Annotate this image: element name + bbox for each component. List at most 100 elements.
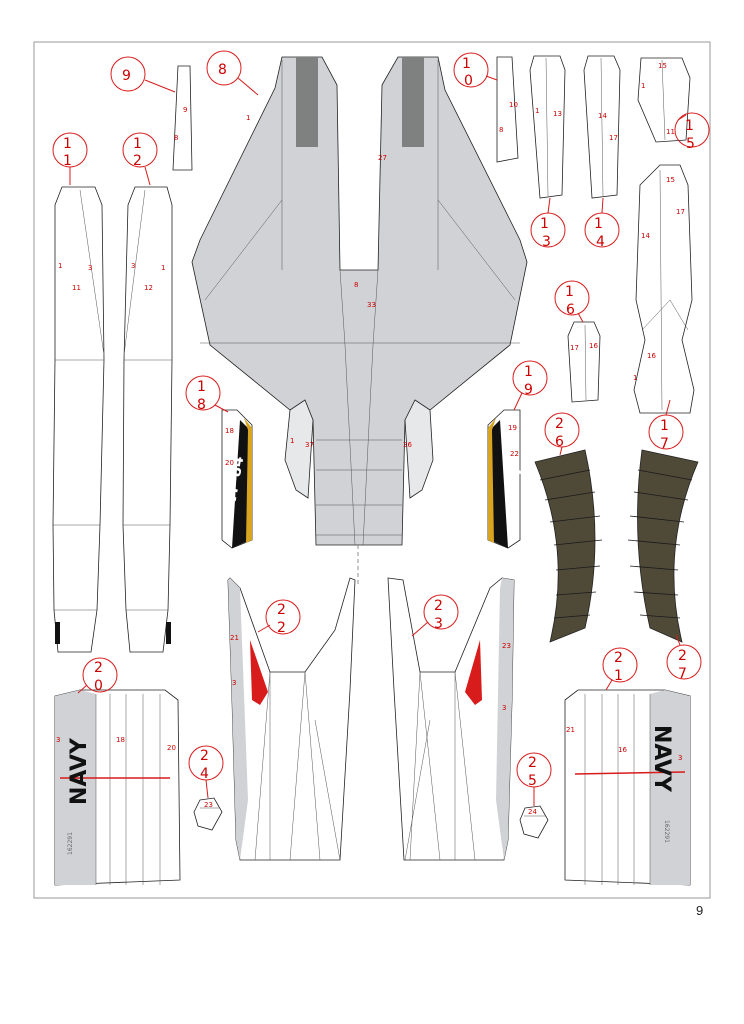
part-12: 3 1 12	[122, 186, 173, 653]
tab-number: 3	[678, 754, 682, 762]
tab-number: 8	[174, 134, 178, 142]
part-8: 8 33 27 37 36 1 1	[191, 56, 528, 585]
tab-number: 23	[204, 801, 213, 809]
svg-text:8: 8	[197, 397, 206, 413]
tab-number: 1	[161, 264, 165, 272]
svg-text:2: 2	[614, 650, 623, 666]
part-16: 17 16	[567, 321, 601, 403]
svg-text:1: 1	[524, 364, 533, 380]
part-21: NAVY 162291 21 16 3	[564, 689, 691, 886]
svg-text:1: 1	[660, 418, 669, 434]
part-18: VF-84 18 20	[221, 409, 253, 549]
svg-text:2: 2	[94, 660, 103, 676]
part-15: 15 1 11	[637, 57, 691, 143]
part-23: 23 3	[387, 577, 515, 861]
svg-text:1: 1	[133, 136, 142, 152]
tab-number: 8	[354, 281, 358, 289]
svg-text:4: 4	[596, 234, 605, 250]
tab-number: 1	[535, 107, 539, 115]
callout-11: 1 1	[52, 132, 88, 185]
tab-number: 8	[499, 126, 503, 134]
callout-17: 1 7	[648, 399, 684, 452]
tab-number: 3	[88, 264, 92, 272]
svg-text:7: 7	[660, 436, 669, 452]
tab-number: 17	[609, 134, 618, 142]
svg-text:2: 2	[678, 648, 687, 664]
tab-number: 15	[658, 62, 667, 70]
serial-number: 162291	[67, 832, 74, 855]
tab-number: 11	[666, 128, 675, 136]
svg-text:9: 9	[524, 382, 533, 398]
callout-21: 2 1	[602, 647, 638, 691]
callout-26: 2 6	[544, 412, 580, 456]
tab-number: 24	[528, 808, 537, 816]
svg-text:2: 2	[133, 153, 142, 169]
svg-text:3: 3	[434, 616, 443, 632]
svg-text:2: 2	[277, 620, 286, 636]
part-26	[534, 449, 603, 643]
tab-number: 20	[225, 459, 234, 467]
svg-text:1: 1	[197, 379, 206, 395]
tab-number: 1	[58, 262, 62, 270]
callout-19: 1 9	[512, 360, 548, 411]
part-10: 10 8	[496, 56, 519, 163]
tab-number: 13	[553, 110, 562, 118]
callout-24: 2 4	[188, 745, 224, 799]
tab-number: 14	[598, 112, 607, 120]
callout-14: 1 4	[584, 197, 620, 250]
svg-text:0: 0	[464, 73, 473, 89]
tab-number: 10	[509, 101, 518, 109]
svg-text:1: 1	[594, 216, 603, 232]
part-22: 21 3	[227, 577, 356, 861]
svg-text:5: 5	[528, 773, 537, 789]
svg-text:1: 1	[540, 216, 549, 232]
tab-number: 27	[378, 154, 387, 162]
svg-text:3: 3	[542, 234, 551, 250]
tab-number: 23	[502, 642, 511, 650]
svg-text:5: 5	[686, 136, 695, 152]
dark-panel	[296, 57, 318, 147]
tab-number: 1	[641, 82, 645, 90]
callout-16: 1 6	[554, 280, 590, 323]
part-24: 23	[193, 797, 223, 831]
tab-number: 3	[232, 679, 236, 687]
part-27	[627, 449, 699, 643]
tab-number: 19	[508, 424, 517, 432]
serial-number: 162291	[663, 820, 670, 843]
callout-13: 1 3	[530, 197, 566, 250]
callout-8: 8	[206, 50, 259, 96]
callout-15: 1 5	[674, 112, 710, 152]
tab-number: 16	[589, 342, 598, 350]
svg-text:2: 2	[434, 598, 443, 614]
tab-number: 14	[641, 232, 650, 240]
dark-patch	[55, 622, 60, 644]
svg-text:1: 1	[63, 136, 72, 152]
tab-number: 33	[367, 301, 376, 309]
tab-number: 16	[618, 746, 627, 754]
svg-text:4: 4	[200, 766, 209, 782]
tab-number: 1	[633, 374, 637, 382]
dark-patch	[166, 622, 171, 644]
svg-text:1: 1	[63, 153, 72, 169]
tab-number: 18	[116, 736, 125, 744]
svg-text:6: 6	[555, 434, 564, 450]
part-9: 9 8	[172, 65, 193, 171]
part-14: 14 17	[583, 55, 621, 199]
part-25: 24	[519, 805, 549, 839]
tab-number: 1	[290, 437, 294, 445]
tab-number: 11	[72, 284, 81, 292]
callout-9: 9	[110, 56, 176, 93]
callout-12: 1 2	[122, 132, 158, 186]
tab-number: 21	[230, 634, 239, 642]
tab-number: 20	[167, 744, 176, 752]
callout-10: 1 0	[453, 52, 498, 89]
tab-number: 18	[225, 427, 234, 435]
svg-text:0: 0	[94, 678, 103, 694]
page-number: 9	[696, 903, 704, 918]
tab-number: 36	[403, 441, 412, 449]
page-border	[33, 41, 711, 899]
callout-18: 1 8	[185, 375, 229, 413]
part-11: 1 3 11	[52, 186, 105, 653]
svg-text:1: 1	[614, 668, 623, 684]
